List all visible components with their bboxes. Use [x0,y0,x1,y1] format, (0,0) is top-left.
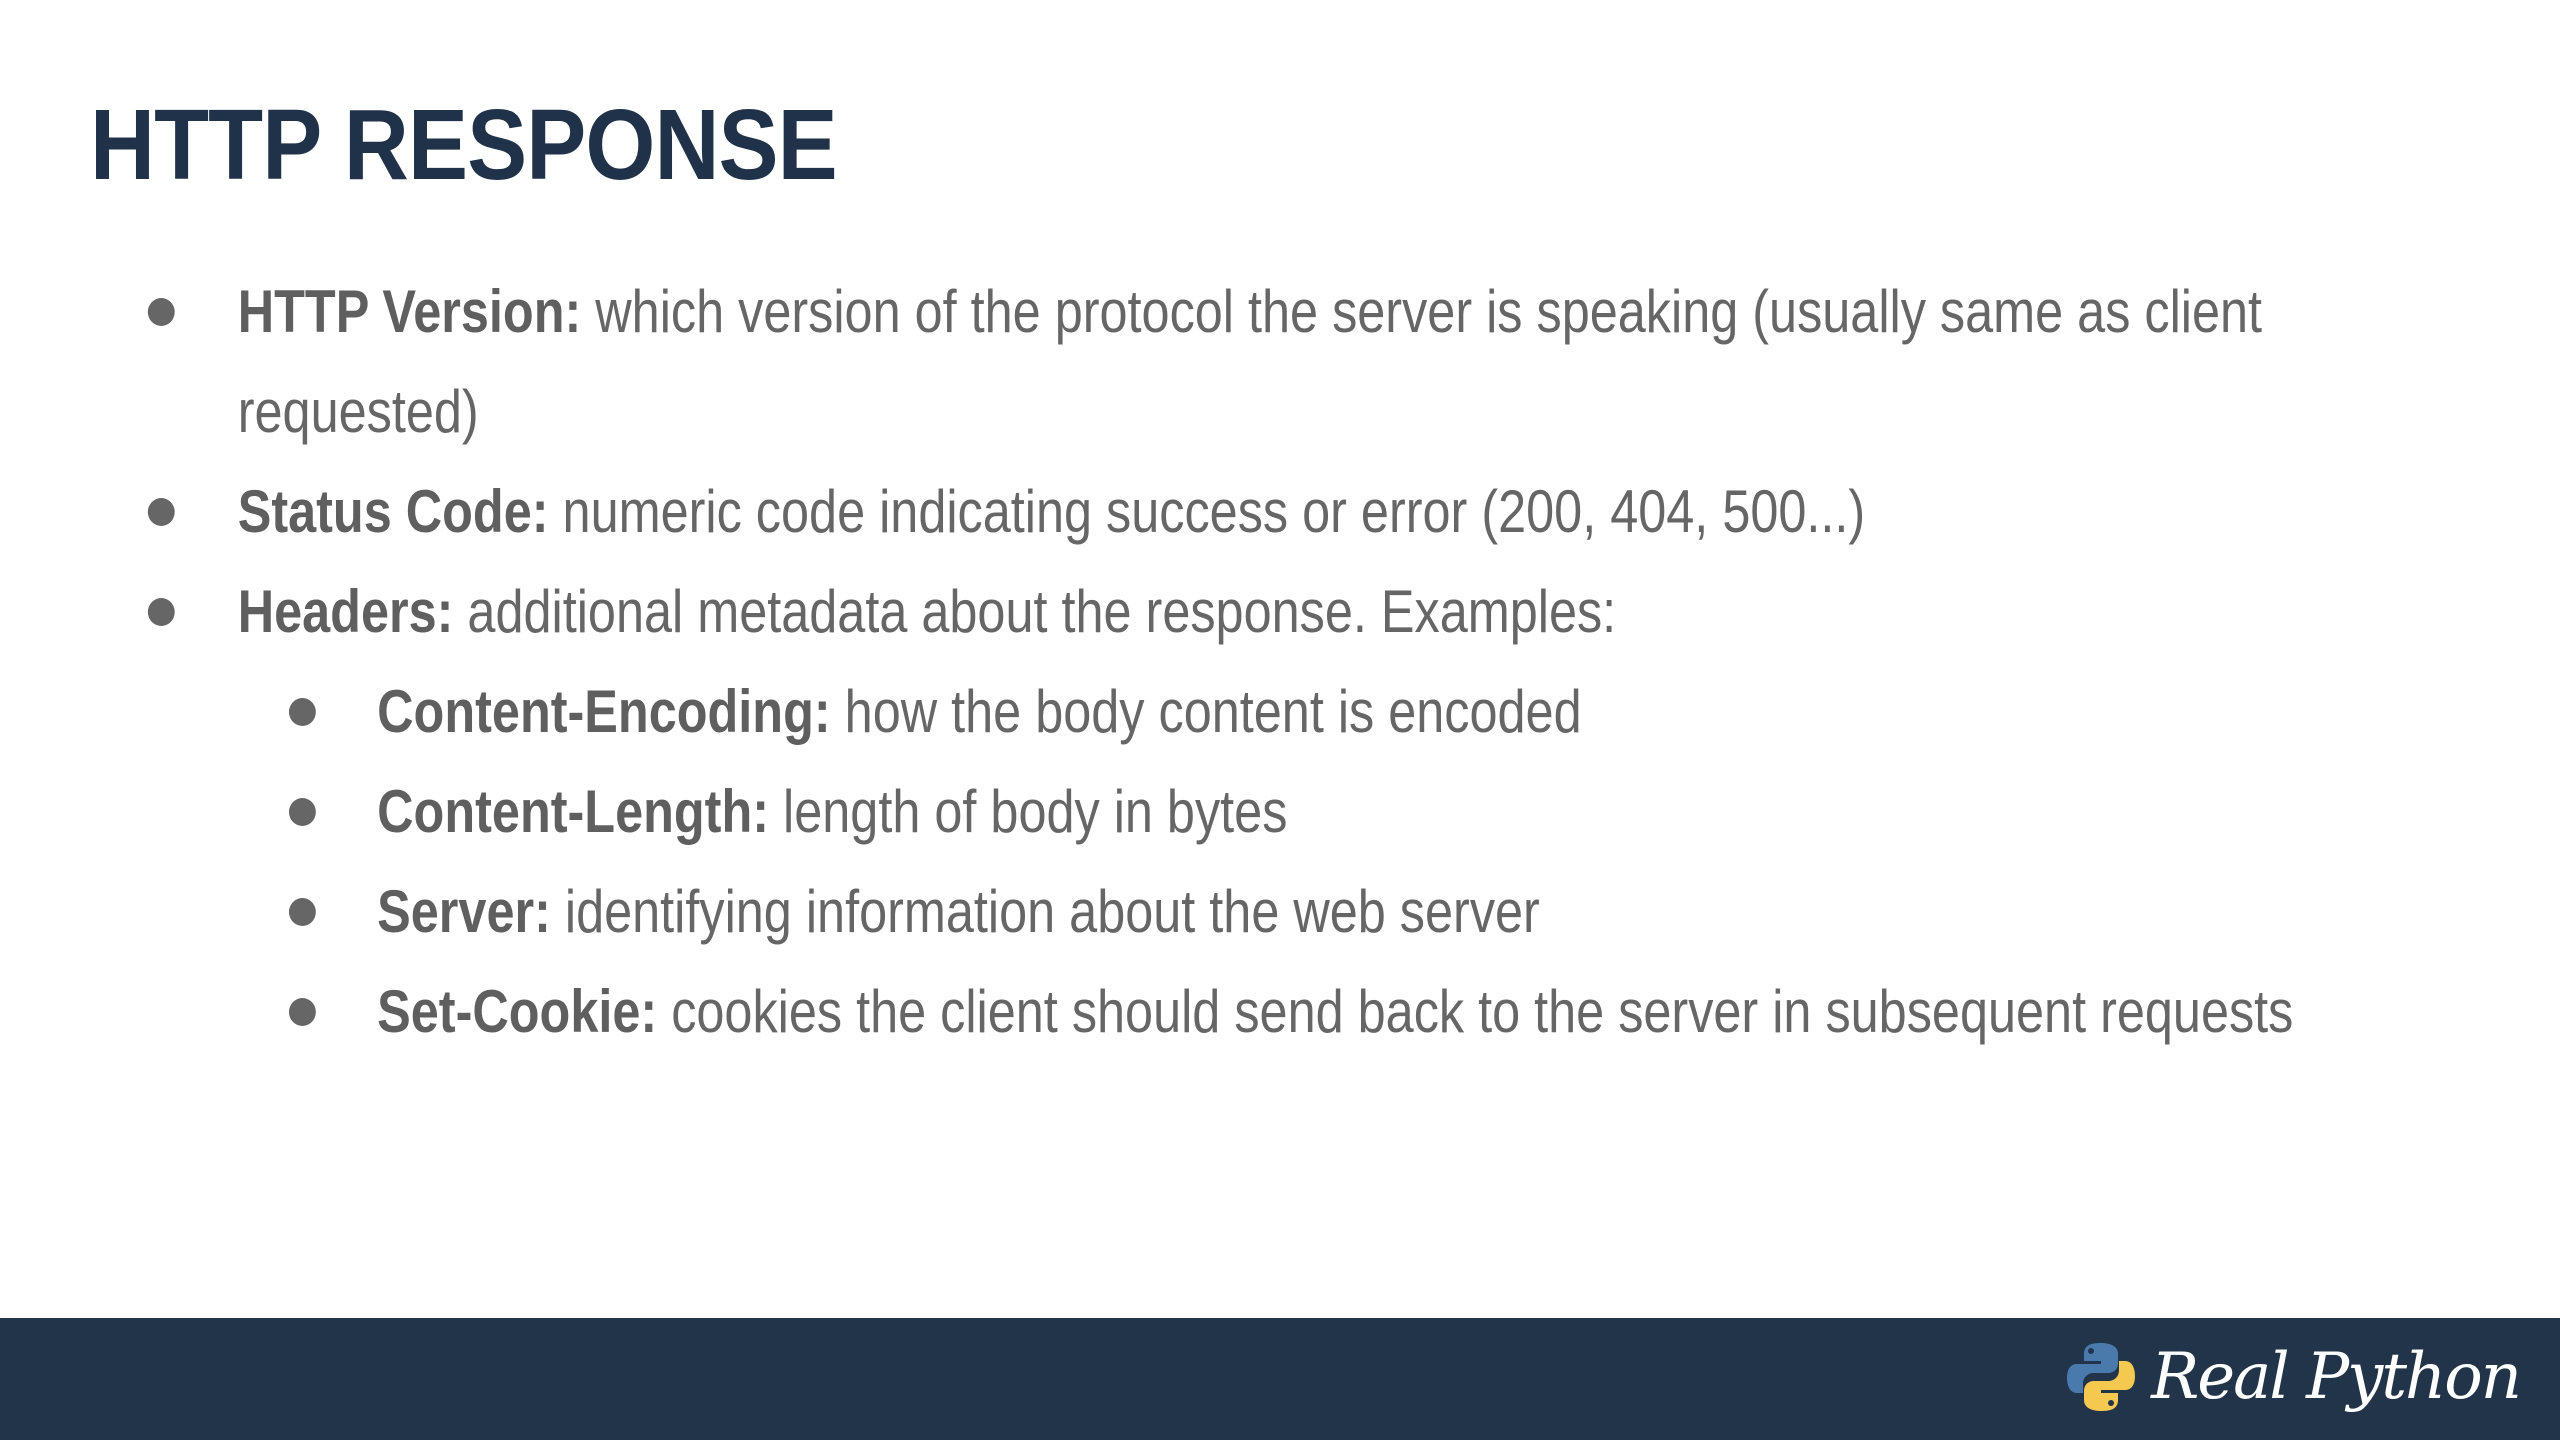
footer-bar: Real Python [0,1318,2560,1440]
sub-list-item: Server: identifying information about th… [0,862,2393,962]
sub-list-item: Content-Encoding: how the body content i… [0,662,2393,762]
sub-list-item: Set-Cookie: cookies the client should se… [0,962,2393,1062]
slide-content: HTTP Version: which version of the proto… [0,262,2436,1062]
item-term: Status Code: [237,478,549,545]
item-desc: additional metadata about the response. … [467,578,1617,645]
bullet-icon [147,498,175,526]
python-logo-icon [2067,1343,2136,1411]
logo-text: Real Python [2151,1340,2522,1414]
item-term: Headers: [237,578,454,645]
bullet-list: HTTP Version: which version of the proto… [0,262,2436,1062]
bullet-icon [288,998,316,1026]
list-item: Status Code: numeric code indicating suc… [0,462,2388,562]
item-term: Server: [377,878,551,945]
item-desc: identifying information about the web se… [564,878,1540,945]
bullet-icon [147,598,175,626]
sub-list-item: Content-Length: length of body in bytes [0,762,2393,862]
real-python-logo: Real Python [2065,1340,2522,1414]
item-desc: cookies the client should send back to t… [671,978,2294,1045]
item-desc: numeric code indicating success or error… [562,478,1866,545]
item-term: Content-Length: [377,778,770,845]
item-term: Content-Encoding: [377,678,831,745]
item-term: HTTP Version: [237,278,582,345]
item-term: Set-Cookie: [377,978,658,1045]
bullet-icon [147,298,175,326]
bullet-icon [288,798,316,826]
item-desc: which version of the protocol the server… [237,278,2263,445]
list-item: HTTP Version: which version of the proto… [0,262,2388,462]
slide-title: HTTP RESPONSE [90,89,838,201]
bullet-icon [288,898,316,926]
item-desc: length of body in bytes [783,778,1288,845]
item-desc: how the body content is encoded [844,678,1582,745]
list-item: Headers: additional metadata about the r… [0,562,2388,662]
bullet-icon [288,698,316,726]
